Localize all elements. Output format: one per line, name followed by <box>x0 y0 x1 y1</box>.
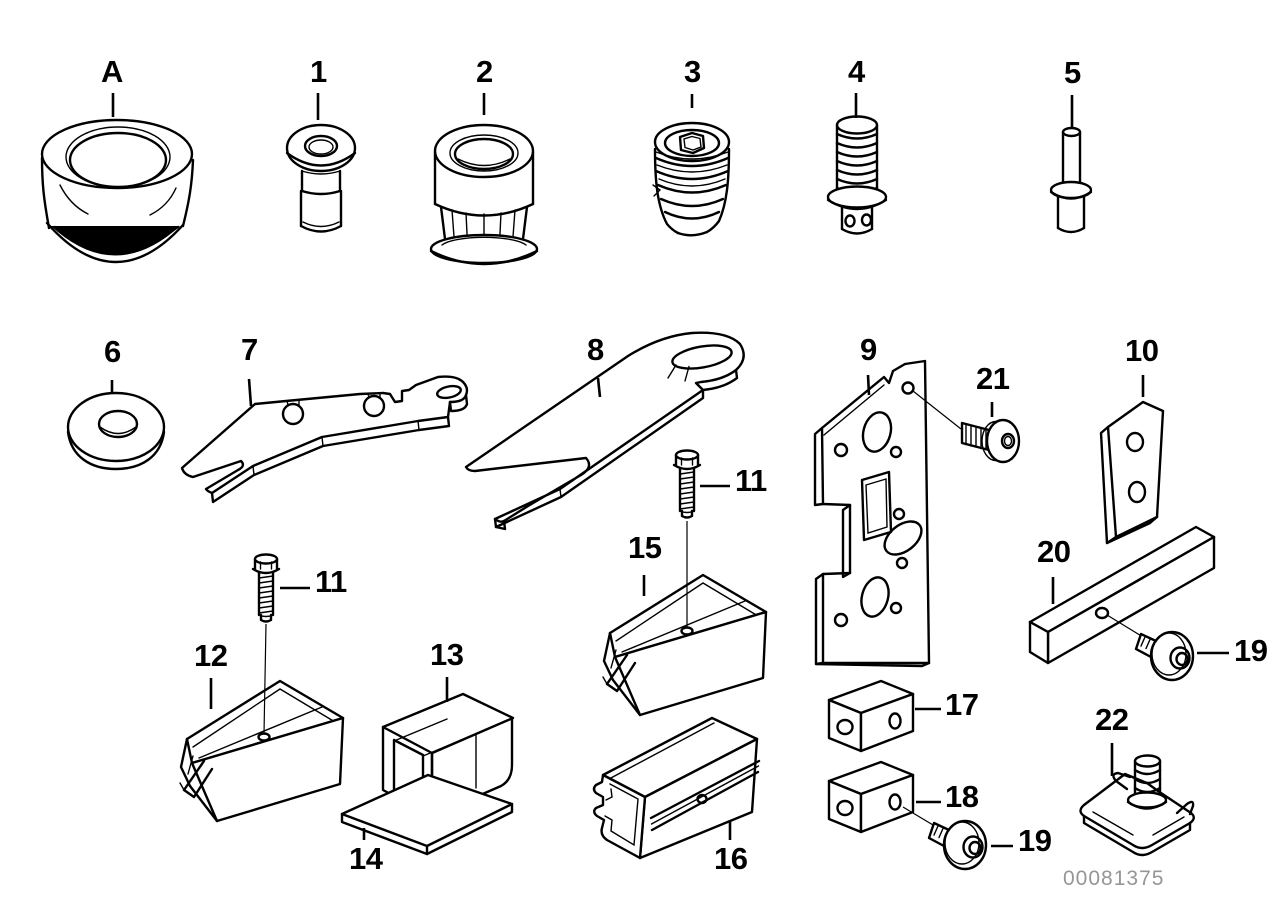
callout-6: 6 <box>104 334 121 369</box>
part-21-screw-drawing <box>960 418 1021 464</box>
part-17-block-drawing <box>827 679 915 753</box>
part-a-plug-drawing <box>40 118 195 264</box>
callout-5: 5 <box>1064 55 1081 90</box>
drawing-number-watermark: 00081375 <box>1063 867 1165 890</box>
callout-a: A <box>101 54 123 89</box>
part-7-bracket-drawing <box>180 375 469 504</box>
part-3-threaded-insert-drawing <box>652 121 731 237</box>
part-19-screw-drawing <box>1134 630 1195 682</box>
callout-17: 17 <box>945 687 979 722</box>
part-18-block-drawing <box>827 760 915 834</box>
callout-13: 13 <box>430 637 464 672</box>
part-1-rivet-nut-drawing <box>285 123 357 233</box>
leader-lines <box>263 390 1144 826</box>
callout-9: 9 <box>860 332 877 367</box>
callout-15: 15 <box>628 530 662 565</box>
callout-7: 7 <box>241 332 258 367</box>
callout-4: 4 <box>848 54 865 89</box>
callout-14: 14 <box>349 841 383 876</box>
part-20-square-bar-drawing <box>1028 525 1216 665</box>
callout-20: 20 <box>1037 534 1071 569</box>
part-4-stud-drawing <box>826 115 888 235</box>
callout-11-top: 11 <box>735 463 767 498</box>
part-11-screw-drawing <box>672 449 702 519</box>
part-14-pad-drawing <box>340 773 514 856</box>
callout-lines <box>110 93 1229 848</box>
part-19-screw-bottom-drawing <box>927 819 988 871</box>
part-12-channel-clamp-drawing <box>178 679 345 823</box>
part-6-washer-drawing <box>66 391 166 471</box>
callout-8: 8 <box>587 332 604 367</box>
callout-1: 1 <box>310 54 327 89</box>
callout-2: 2 <box>476 54 493 89</box>
part-22-clip-stud-drawing <box>1079 754 1195 857</box>
callout-19-bottom: 19 <box>1018 823 1052 858</box>
callout-10: 10 <box>1125 333 1159 368</box>
callout-19-right: 19 <box>1234 633 1268 668</box>
part-2-expanding-nut-drawing <box>429 123 539 266</box>
callout-21: 21 <box>976 361 1010 396</box>
callout-16: 16 <box>714 841 748 876</box>
callout-18: 18 <box>945 779 979 814</box>
part-15-channel-clamp-drawing <box>602 573 768 717</box>
part-11-screw-bottom-drawing <box>251 553 281 623</box>
part-10-plate-drawing <box>1099 400 1165 545</box>
callout-22: 22 <box>1095 702 1129 737</box>
part-8-bracket-drawing <box>464 331 745 531</box>
part-5-rivet-drawing <box>1049 126 1093 234</box>
part-16-profile-rail-drawing <box>592 716 761 860</box>
part-9-mounting-plate-drawing <box>813 359 931 668</box>
callout-11-bottom: 11 <box>315 564 347 599</box>
callout-12: 12 <box>194 638 228 673</box>
callout-3: 3 <box>684 54 701 89</box>
